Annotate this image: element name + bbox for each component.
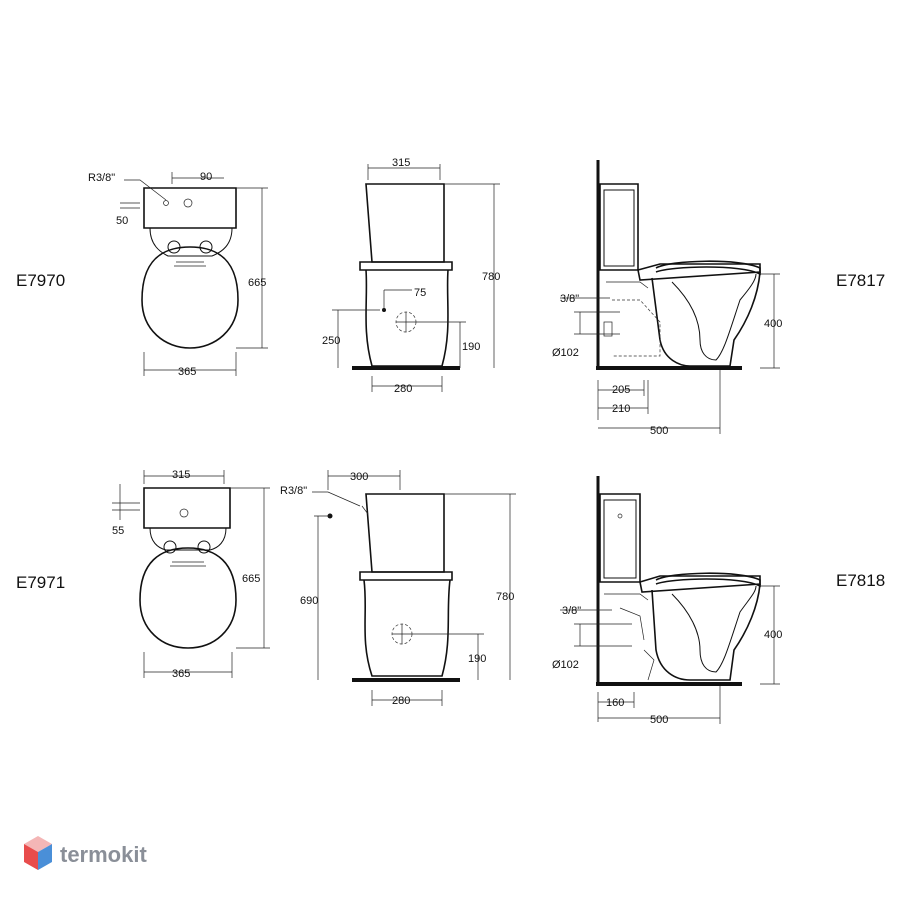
model-label-e7971: E7971 <box>16 573 65 592</box>
dim-280-front: 280 <box>394 383 412 395</box>
model-label-e7818: E7818 <box>836 571 885 590</box>
model-label-e7817: E7817 <box>836 271 885 290</box>
dim-250: 250 <box>322 335 340 347</box>
e7817-side-view <box>560 160 780 434</box>
e7971-top-view <box>112 470 270 678</box>
e7971-front-view <box>312 470 516 706</box>
dim-780-front-2: 780 <box>496 591 514 603</box>
dim-205: 205 <box>612 384 630 396</box>
dim-400-e7817: 400 <box>764 318 782 330</box>
dim-280-front-2: 280 <box>392 695 410 707</box>
model-label-e7970: E7970 <box>16 271 65 290</box>
e7970-top-view <box>120 172 268 376</box>
dim-38-e7817: 3/8" <box>560 293 579 305</box>
e7818-side-view <box>560 476 780 724</box>
dim-665-top-2: 665 <box>242 573 260 585</box>
dim-315-front: 315 <box>392 157 410 169</box>
dim-55: 55 <box>112 525 124 537</box>
dim-690: 690 <box>300 595 318 607</box>
dim-190-front: 190 <box>462 341 480 353</box>
logo-wordmark: termokit <box>60 842 147 867</box>
dim-315-top-2: 315 <box>172 469 190 481</box>
dim-500-e7817: 500 <box>650 425 668 437</box>
dim-210: 210 <box>612 403 630 415</box>
termokit-logo: termokit <box>24 836 147 870</box>
dim-50: 50 <box>116 215 128 227</box>
dim-dia102-e7818: Ø102 <box>552 659 579 671</box>
dim-90: 90 <box>200 171 212 183</box>
dim-dia102-e7817: Ø102 <box>552 347 579 359</box>
dim-365-top-2: 365 <box>172 668 190 680</box>
dim-500-e7818: 500 <box>650 714 668 726</box>
logo-cube-right <box>38 844 52 870</box>
dim-780-front: 780 <box>482 271 500 283</box>
dim-160: 160 <box>606 697 624 709</box>
dim-75: 75 <box>414 287 426 299</box>
dim-190-front-2: 190 <box>468 653 486 665</box>
dim-r38-top: R3/8" <box>88 172 115 184</box>
logo-cube-left <box>24 844 38 870</box>
dim-400-e7818: 400 <box>764 629 782 641</box>
e7970-front-view <box>332 164 500 392</box>
dim-38-e7818: 3/8" <box>562 605 581 617</box>
dim-r38-front-2: R3/8" <box>280 485 307 497</box>
dim-665-top: 665 <box>248 277 266 289</box>
dim-300: 300 <box>350 471 368 483</box>
dim-365-top: 365 <box>178 366 196 378</box>
